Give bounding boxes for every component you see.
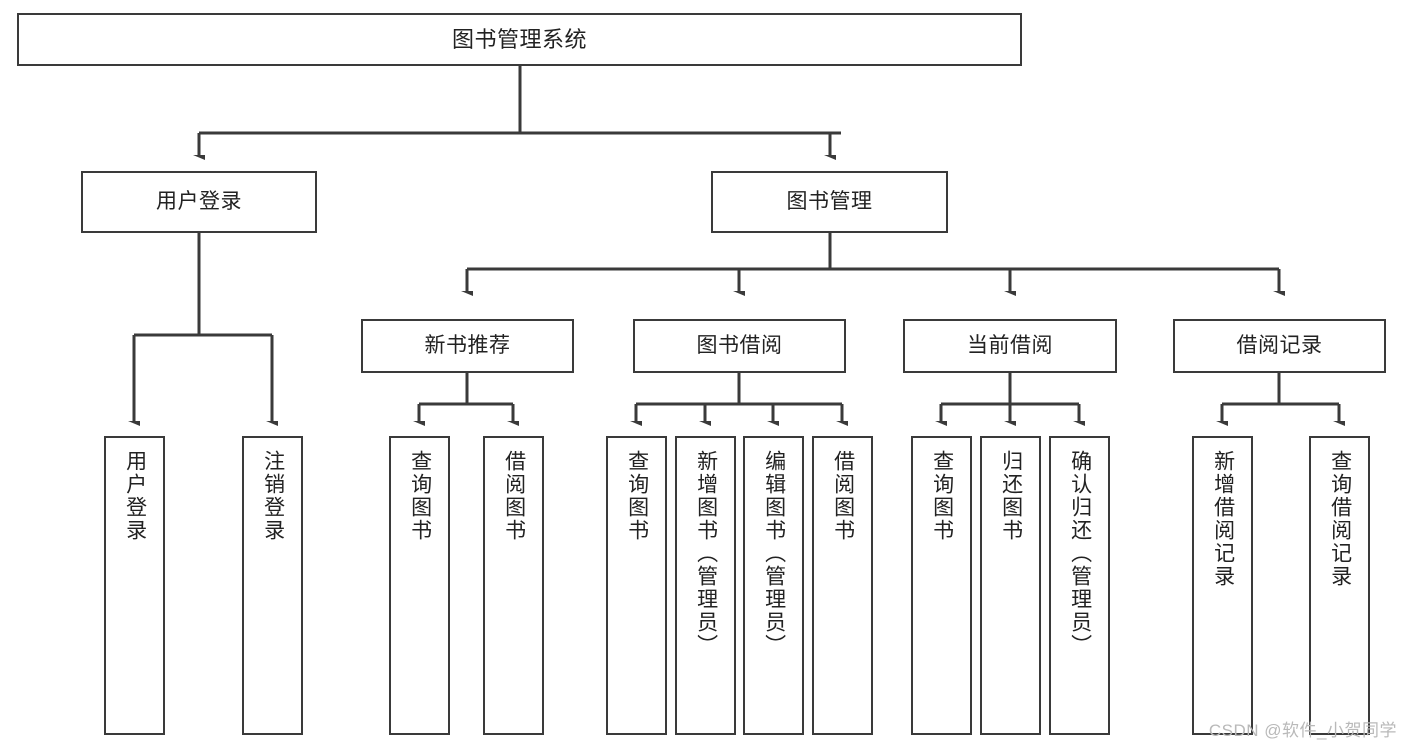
leaf-confirm-return-label: 确认归还（管理员） xyxy=(1068,450,1092,657)
leaf-return-book-label: 归还图书 xyxy=(999,450,1023,542)
leaf-borrow-book-1[interactable]: 借阅图书 xyxy=(483,436,544,735)
leaf-user-logout-label: 注销登录 xyxy=(261,450,285,542)
node-root-label: 图书管理系统 xyxy=(451,26,587,52)
leaf-user-login-label: 用户登录 xyxy=(123,450,147,542)
node-current-borrow[interactable]: 当前借阅 xyxy=(903,319,1117,373)
node-user-login-label: 用户登录 xyxy=(156,189,242,213)
watermark-text: CSDN @软件_小贺同学 xyxy=(1208,721,1397,740)
leaf-query-book-3-label: 查询图书 xyxy=(930,450,954,542)
leaf-confirm-return[interactable]: 确认归还（管理员） xyxy=(1049,436,1110,735)
node-user-login[interactable]: 用户登录 xyxy=(81,171,317,233)
node-root[interactable]: 图书管理系统 xyxy=(17,13,1022,66)
leaf-query-book-1[interactable]: 查询图书 xyxy=(389,436,450,735)
leaf-query-record[interactable]: 查询借阅记录 xyxy=(1309,436,1370,735)
leaf-add-record-label: 新增借阅记录 xyxy=(1211,450,1235,588)
leaf-edit-book-label: 编辑图书（管理员） xyxy=(762,450,786,657)
node-book-manage[interactable]: 图书管理 xyxy=(711,171,948,233)
node-current-borrow-label: 当前借阅 xyxy=(967,333,1053,357)
leaf-query-record-label: 查询借阅记录 xyxy=(1328,450,1352,588)
node-book-borrow-label: 图书借阅 xyxy=(696,333,783,357)
leaf-add-book[interactable]: 新增图书（管理员） xyxy=(675,436,736,735)
node-borrow-record-label: 借阅记录 xyxy=(1236,333,1323,357)
leaf-borrow-book-2[interactable]: 借阅图书 xyxy=(812,436,873,735)
node-borrow-record[interactable]: 借阅记录 xyxy=(1173,319,1386,373)
leaf-add-record[interactable]: 新增借阅记录 xyxy=(1192,436,1253,735)
leaf-user-login[interactable]: 用户登录 xyxy=(104,436,165,735)
leaf-edit-book[interactable]: 编辑图书（管理员） xyxy=(743,436,804,735)
leaf-add-book-label: 新增图书（管理员） xyxy=(694,450,718,657)
leaf-borrow-book-1-label: 借阅图书 xyxy=(502,450,526,542)
leaf-query-book-2[interactable]: 查询图书 xyxy=(606,436,667,735)
node-new-book-recommend-label: 新书推荐 xyxy=(424,333,511,357)
node-book-manage-label: 图书管理 xyxy=(786,189,873,213)
leaf-query-book-3[interactable]: 查询图书 xyxy=(911,436,972,735)
leaf-return-book[interactable]: 归还图书 xyxy=(980,436,1041,735)
leaf-borrow-book-2-label: 借阅图书 xyxy=(831,450,855,542)
leaf-user-logout[interactable]: 注销登录 xyxy=(242,436,303,735)
node-new-book-recommend[interactable]: 新书推荐 xyxy=(361,319,574,373)
leaf-query-book-1-label: 查询图书 xyxy=(408,450,432,542)
leaf-query-book-2-label: 查询图书 xyxy=(625,450,649,542)
node-book-borrow[interactable]: 图书借阅 xyxy=(633,319,846,373)
